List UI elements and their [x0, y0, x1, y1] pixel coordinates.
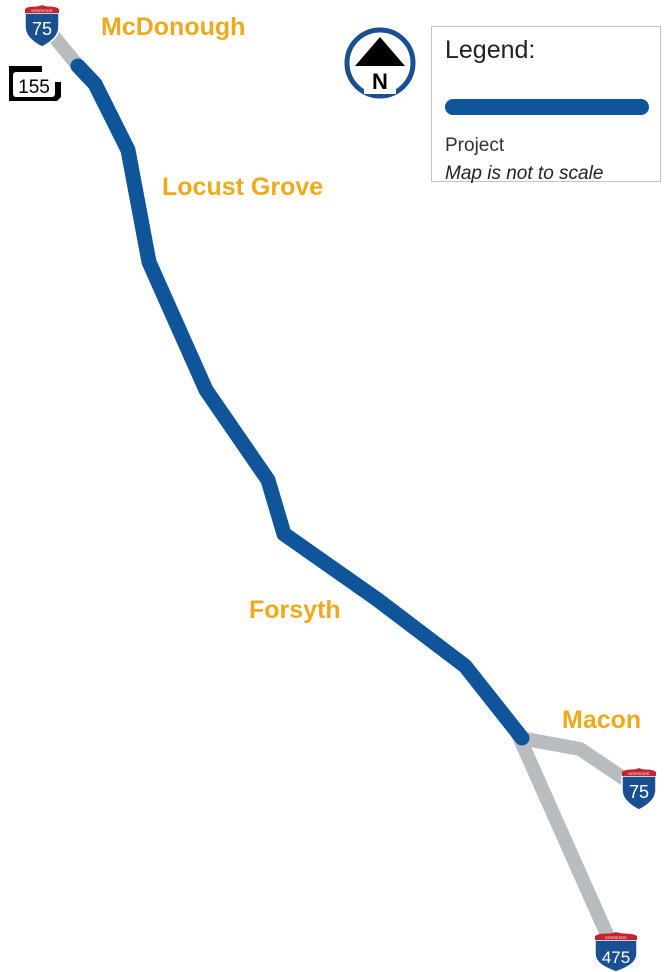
- interstate-75-north-shield: INTERSTATE 75: [24, 5, 60, 48]
- project-route: [70, 58, 530, 746]
- road-i75-south-to-macon: [513, 731, 645, 795]
- shield-number: 475: [602, 948, 630, 967]
- city-label-mcdonough: McDonough: [101, 13, 246, 41]
- road-i475: [509, 723, 620, 955]
- north-arrow-icon: N: [344, 27, 416, 99]
- shield-number: 155: [18, 77, 50, 98]
- shield-number: 75: [32, 19, 52, 39]
- shield-number: 75: [629, 782, 649, 802]
- shield-banner: INTERSTATE: [605, 936, 627, 940]
- shield-banner: INTERSTATE: [31, 9, 53, 13]
- legend-box: Legend: Project Map is not to scale: [431, 26, 661, 184]
- state-route-155-shield: 155: [9, 66, 61, 101]
- north-label: N: [372, 69, 388, 94]
- legend-title: Legend:: [445, 36, 536, 64]
- legend-project-label: Project: [445, 135, 505, 156]
- city-label-locust-grove: Locust Grove: [162, 173, 324, 201]
- legend-project-swatch: [445, 99, 649, 115]
- interstate-475-shield: INTERSTATE 475: [594, 932, 638, 972]
- legend-scale-note: Map is not to scale: [445, 163, 604, 184]
- shield-banner: INTERSTATE: [628, 772, 650, 776]
- city-label-macon: Macon: [562, 706, 642, 734]
- city-label-forsyth: Forsyth: [249, 596, 341, 624]
- interstate-75-south-shield: INTERSTATE 75: [621, 768, 657, 811]
